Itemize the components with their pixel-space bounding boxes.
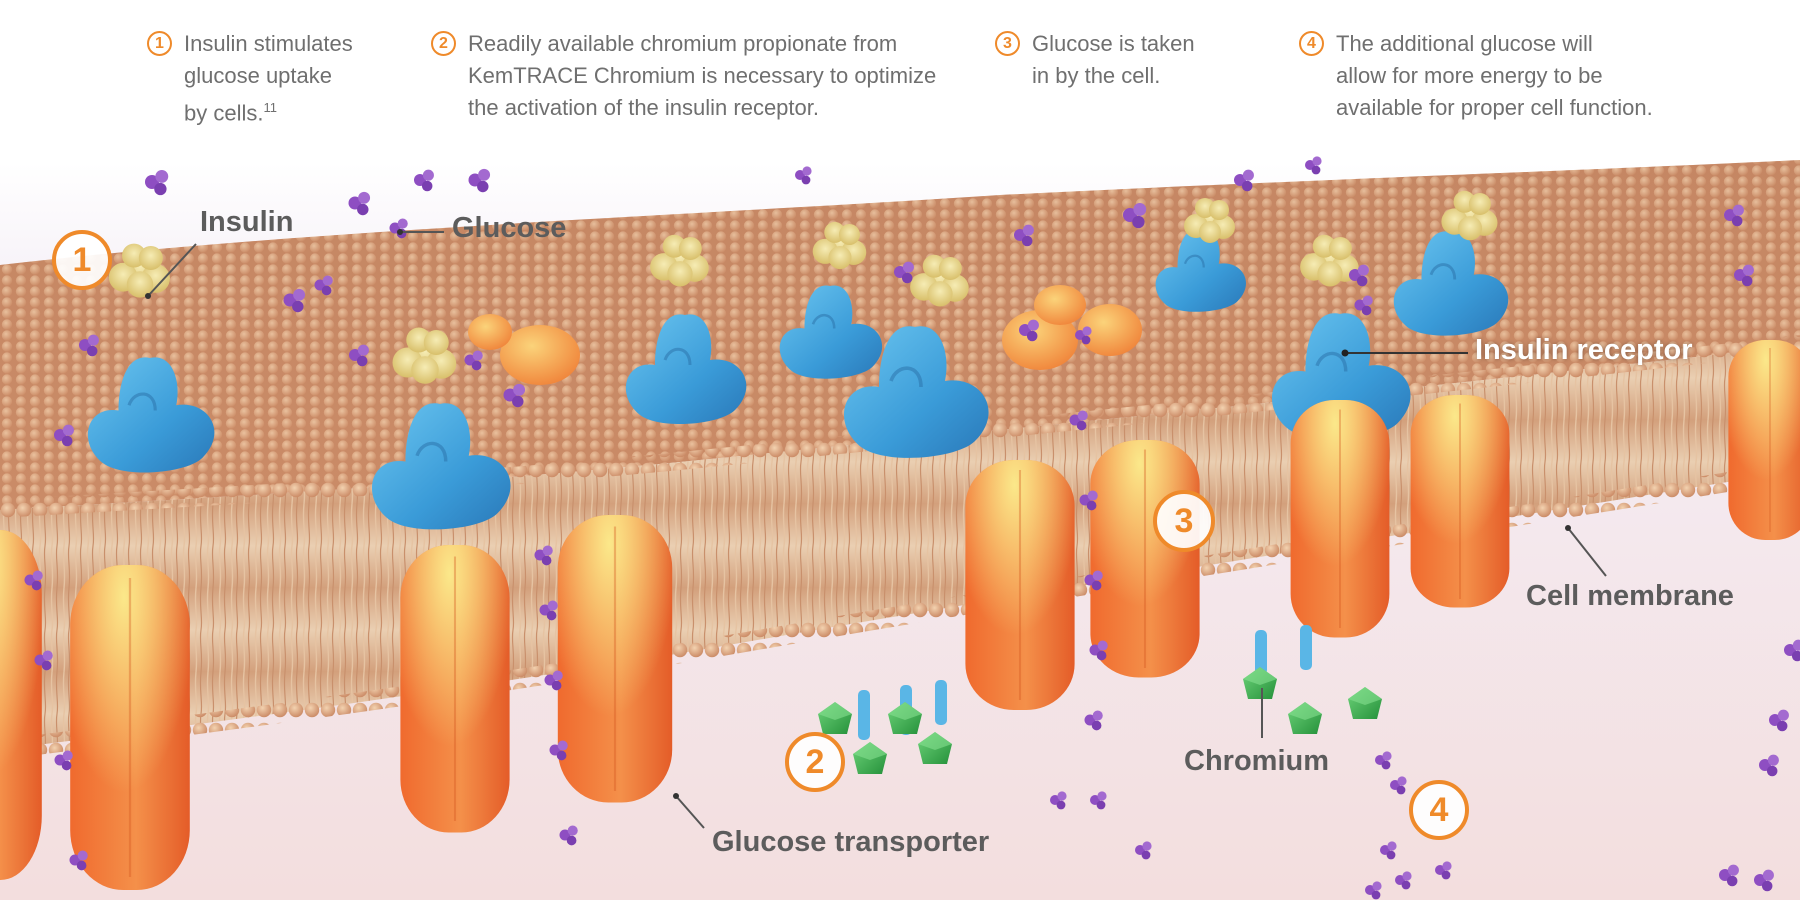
- glucose-transporter-leader: [675, 795, 705, 829]
- step-2: 2 Readily available chromium propionate …: [431, 28, 936, 124]
- label-glucose-transporter: Glucose transporter: [712, 826, 990, 858]
- label-glucose: Glucose: [452, 212, 567, 244]
- step-3-text: Glucose is taken in by the cell.: [1032, 31, 1195, 88]
- marker-3: 3: [1153, 490, 1215, 552]
- footnote-marker: 11: [263, 100, 277, 115]
- label-insulin: Insulin: [200, 206, 294, 238]
- step-2-text: Readily available chromium propionate fr…: [468, 31, 937, 120]
- label-cell-membrane: Cell membrane: [1526, 580, 1734, 612]
- step-1-number: 1: [147, 31, 172, 56]
- marker-4: 4: [1409, 780, 1469, 840]
- insulin-leader: [147, 243, 197, 297]
- step-1: 1 Insulin stimulates glucose uptake by c…: [147, 28, 353, 129]
- step-2-number: 2: [431, 31, 456, 56]
- step-1-text: Insulin stimulates glucose uptake by cel…: [184, 31, 353, 126]
- label-chromium: Chromium: [1184, 745, 1329, 777]
- label-insulin-receptor: Insulin receptor: [1475, 334, 1693, 366]
- marker-1: 1: [52, 230, 112, 290]
- step-3-number: 3: [995, 31, 1020, 56]
- step-4-text: The additional glucose will allow for mo…: [1336, 31, 1653, 120]
- step-4: 4 The additional glucose will allow for …: [1299, 28, 1653, 124]
- step-3: 3 Glucose is taken in by the cell.: [995, 28, 1195, 92]
- cell-membrane-leader: [1567, 527, 1607, 577]
- marker-2: 2: [785, 732, 845, 792]
- step-4-number: 4: [1299, 31, 1324, 56]
